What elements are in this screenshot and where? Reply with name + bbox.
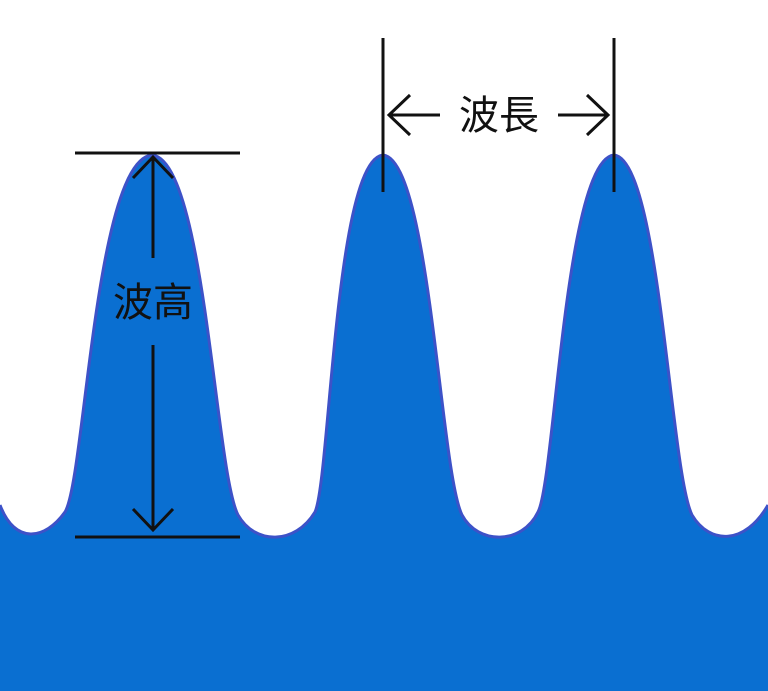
wavelength-arrow-left-head (386, 93, 412, 137)
height-arrow-down-head (131, 507, 175, 533)
wave-height-label: 波高 (113, 280, 193, 326)
height-arrow-up-head (131, 154, 175, 180)
wave-height-annotation (75, 151, 240, 539)
wavelength-arrow-right-head (585, 93, 611, 137)
wavelength-label: 波長 (459, 93, 539, 139)
wavelength-annotation (381, 38, 616, 192)
wave-water-fill (0, 155, 768, 691)
